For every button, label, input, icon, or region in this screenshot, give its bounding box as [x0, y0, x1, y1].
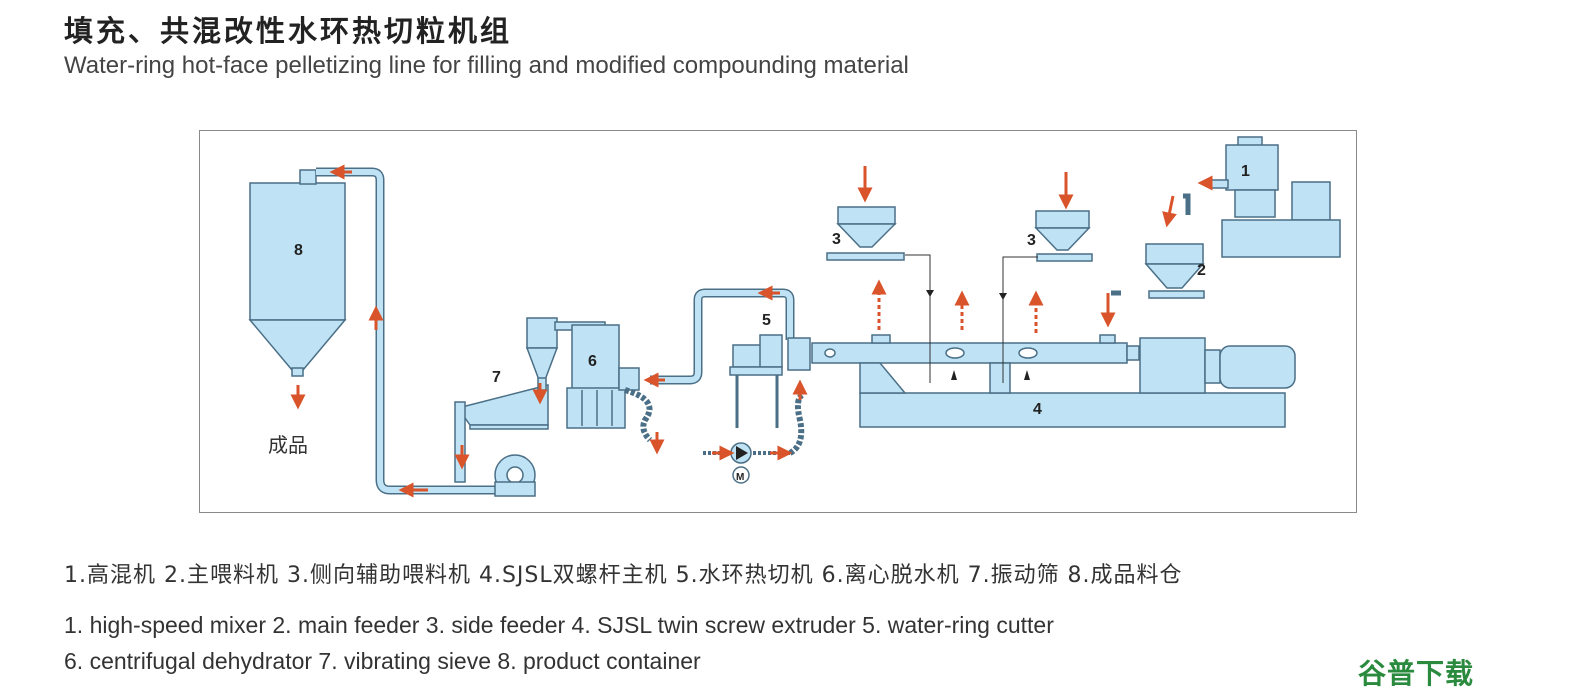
- motor-label: M: [736, 472, 744, 483]
- centrifugal-dehydrator: [566, 324, 640, 429]
- label-3a: 3: [832, 231, 841, 248]
- label-5: 5: [762, 312, 771, 329]
- legend-english-line2: 6. centrifugal dehydrator 7. vibrating s…: [64, 648, 701, 674]
- high-speed-mixer: [1209, 136, 1341, 258]
- product-label: 成品: [268, 433, 308, 457]
- blower: [494, 454, 536, 497]
- label-3b: 3: [1027, 232, 1036, 249]
- side-feeder-b: [1034, 210, 1093, 262]
- label-1: 1: [1241, 163, 1250, 180]
- title-chinese: 填充、共混改性水环热切粒机组: [64, 14, 513, 48]
- legend-english-line1: 1. high-speed mixer 2. main feeder 3. si…: [64, 612, 1054, 638]
- label-2: 2: [1197, 262, 1206, 279]
- main-feeder: [1144, 243, 1205, 299]
- water-ring-cutter: [729, 334, 811, 428]
- legend-chinese: 1.高混机 2.主喂料机 3.侧向辅助喂料机 4.SJSL双螺杆主机 5.水环热…: [64, 563, 1183, 588]
- diagram-frame: [199, 130, 1357, 513]
- title-english: Water-ring hot-face pelletizing line for…: [64, 52, 909, 79]
- vibrating-sieve: [454, 384, 549, 483]
- watermark-logo: 谷普下载: [1358, 657, 1475, 690]
- twin-screw-extruder: [811, 334, 1296, 428]
- label-6: 6: [588, 353, 597, 370]
- water-pump: [703, 442, 790, 484]
- side-feeder-a: [826, 206, 905, 261]
- label-8: 8: [294, 242, 303, 259]
- product-container-silo: [248, 169, 347, 377]
- label-4: 4: [1033, 401, 1042, 418]
- label-7: 7: [492, 369, 501, 386]
